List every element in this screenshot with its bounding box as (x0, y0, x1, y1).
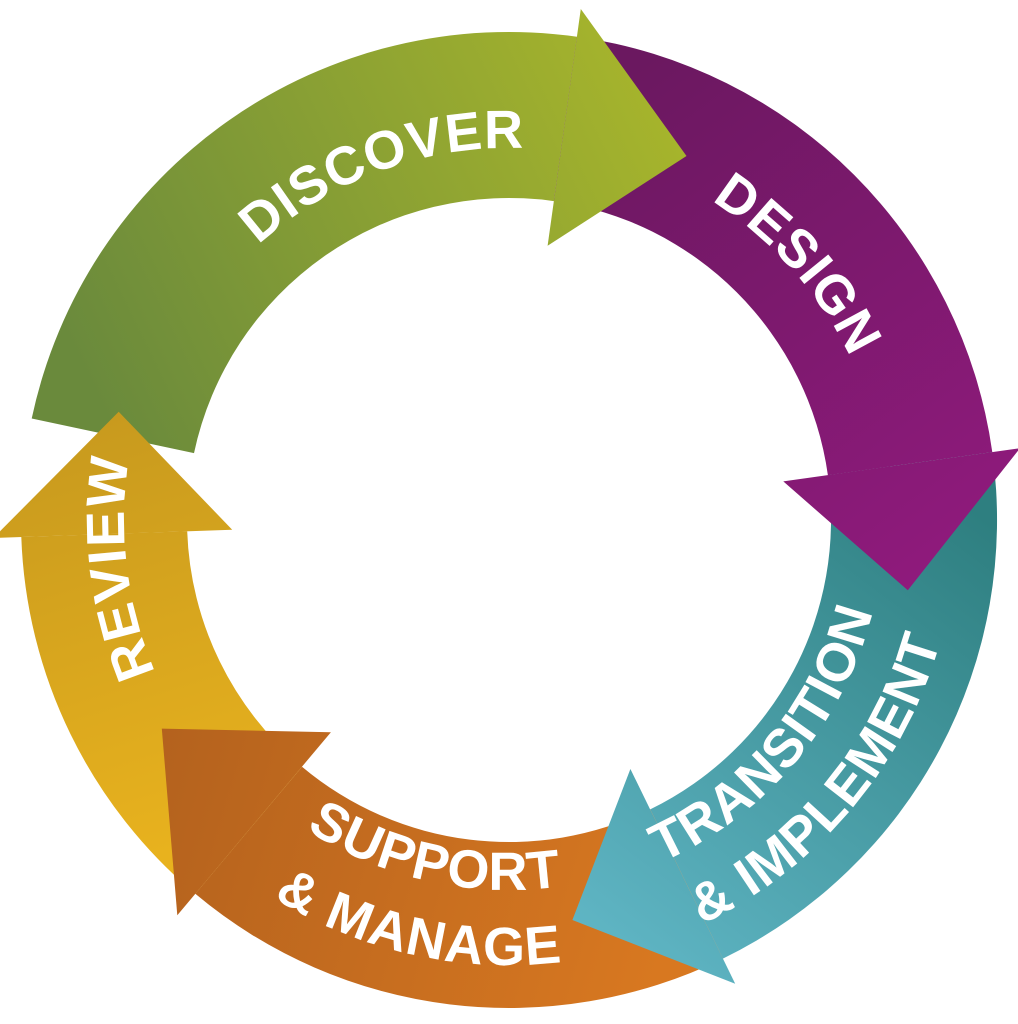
arrow-body-discover (31, 31, 577, 454)
arrow-head-discover (547, 9, 687, 246)
arrow-head-transition (572, 769, 736, 984)
arrow-body-support (195, 766, 723, 1008)
arrow-head-design (783, 448, 1018, 591)
arrow-head-support (161, 728, 331, 916)
arrow-head-review (0, 411, 233, 538)
